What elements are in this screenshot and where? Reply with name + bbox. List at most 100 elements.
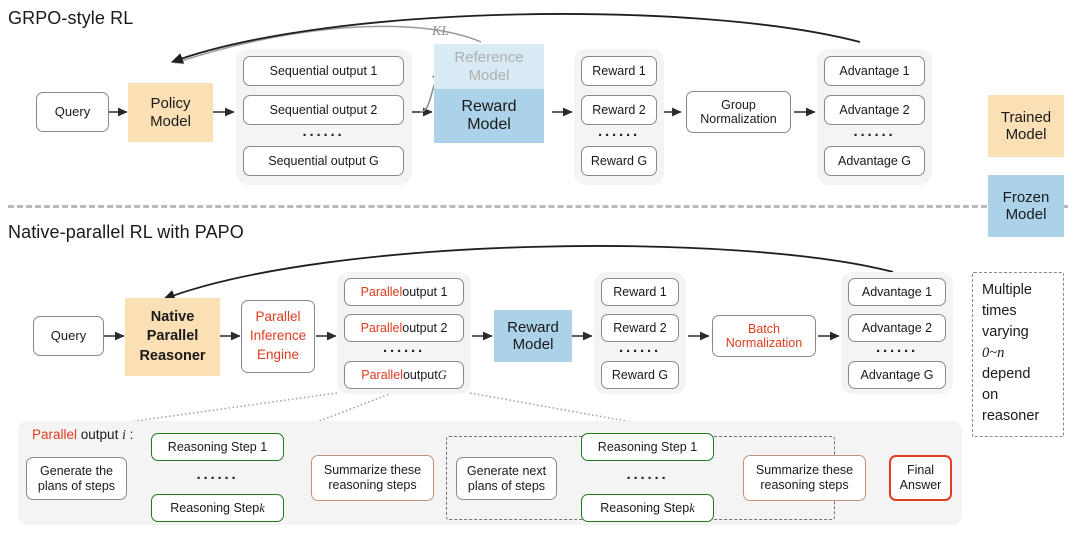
detail-final-answer-box[interactable]: Final Answer [889, 455, 952, 501]
generate-plans-line1: Generate the [40, 464, 113, 479]
legend-note-box: Multiple times varying 0~n depend on rea… [972, 272, 1064, 437]
bottom-reward-g-label: Reward G [611, 368, 669, 382]
detail-reasoning-step-k-b[interactable]: Reasoning Step k [581, 494, 714, 522]
detail-caption-suffix: : [125, 427, 134, 442]
top-reference-model-line1: Reference [454, 49, 524, 67]
top-advantage-2[interactable]: Advantage 2 [824, 95, 925, 125]
top-sequential-output-g-label: Sequential output G [268, 154, 379, 168]
legend-trained-line1: Trained [1000, 108, 1052, 126]
bottom-parallel-output-2[interactable]: Parallel output 2 [344, 314, 464, 342]
top-reward-g[interactable]: Reward G [581, 146, 657, 176]
bottom-advantage-2[interactable]: Advantage 2 [848, 314, 946, 342]
legend-note-line-5: on [982, 387, 999, 404]
legend-note-line-4: depend [982, 366, 1031, 383]
reasoner-line1: Native [150, 308, 195, 325]
legend-note-line-3: 0~n [982, 345, 1005, 362]
advantage-feedback-curve-bottom [162, 245, 894, 301]
kl-label: KL [432, 24, 450, 39]
detail-reasoning-step-1-a[interactable]: Reasoning Step 1 [151, 433, 284, 461]
reasoning-step-k-b-var: k [689, 500, 695, 515]
top-group-normalization-line2: Normalization [700, 112, 777, 126]
generate-next-line1: Generate next [466, 464, 547, 479]
top-group-normalization-box[interactable]: Group Normalization [686, 91, 791, 133]
detail-steps-ellipsis-a: ······ [196, 469, 239, 487]
bottom-advantage-1[interactable]: Advantage 1 [848, 278, 946, 306]
detail-caption-var: i [122, 427, 126, 442]
legend-frozen-line1: Frozen [1002, 188, 1050, 206]
bottom-advantage-g-label: Advantage G [860, 368, 934, 382]
detail-summarize-box-b[interactable]: Summarize these reasoning steps [743, 455, 866, 501]
reasoner-line3: Reasoner [139, 347, 206, 364]
generate-plans-line2: plans of steps [37, 478, 116, 493]
top-advantages-ellipsis: ······ [853, 126, 896, 144]
bottom-reward-model-line1: Reward [507, 318, 559, 336]
top-rewards-ellipsis: ······ [598, 126, 640, 144]
section-divider [8, 205, 1068, 208]
bottom-query-label: Query [50, 327, 87, 343]
summarize-a-line2: reasoning steps [328, 478, 417, 492]
top-sequential-output-g[interactable]: Sequential output G [243, 146, 404, 176]
reasoning-step-k-b-prefix: Reasoning Step [600, 501, 690, 515]
bottom-batch-normalization-box[interactable]: Batch Normalization [712, 315, 816, 357]
top-reward-1[interactable]: Reward 1 [581, 56, 657, 86]
top-reward-model-line1: Reward [461, 97, 517, 115]
bottom-advantages-ellipsis: ······ [876, 342, 918, 360]
top-reward-2[interactable]: Reward 2 [581, 95, 657, 125]
legend-note-line-1: times [982, 303, 1017, 320]
parallel-suffix-1: output 1 [402, 285, 448, 299]
section-title-bottom: Native-parallel RL with PAPO [8, 222, 244, 242]
legend-trained-line2: Model [1005, 126, 1047, 143]
final-answer-line2: Answer [899, 478, 942, 492]
top-policy-model-box[interactable]: Policy Model [128, 83, 213, 142]
detail-reasoning-step-1-b[interactable]: Reasoning Step 1 [581, 433, 714, 461]
summarize-a-line1: Summarize these [323, 463, 422, 477]
top-reference-model-box[interactable]: Reference Model [434, 44, 544, 89]
reasoning-step-1-a-label: Reasoning Step 1 [167, 440, 268, 454]
top-sequential-output-2-label: Sequential output 2 [269, 103, 378, 117]
legend-trained-model: Trained Model [988, 95, 1064, 157]
bottom-query-box[interactable]: Query [33, 316, 104, 356]
detail-generate-plans-box[interactable]: Generate the plans of steps [26, 457, 127, 500]
detail-reasoning-step-k-a[interactable]: Reasoning Step k [151, 494, 284, 522]
detail-steps-ellipsis-b: ······ [626, 469, 669, 487]
top-reward-model-line2: Model [467, 116, 511, 133]
top-advantage-1[interactable]: Advantage 1 [824, 56, 925, 86]
bottom-native-parallel-reasoner-box[interactable]: Native Parallel Reasoner [125, 298, 220, 376]
bottom-reward-2-label: Reward 2 [613, 321, 667, 335]
engine-line1: Parallel [255, 309, 301, 325]
bottom-rewards-ellipsis: ······ [619, 342, 661, 360]
top-query-box[interactable]: Query [36, 92, 109, 132]
bottom-reward-model-line2: Model [512, 336, 554, 353]
final-answer-line1: Final [906, 463, 935, 477]
top-reward-2-label: Reward 2 [592, 103, 646, 117]
detail-summarize-box-a[interactable]: Summarize these reasoning steps [311, 455, 434, 501]
bottom-advantage-g[interactable]: Advantage G [848, 361, 946, 389]
generate-next-line2: plans of steps [467, 478, 546, 493]
reasoning-step-k-a-prefix: Reasoning Step [170, 501, 260, 515]
bottom-parallel-inference-engine-box[interactable]: Parallel Inference Engine [241, 300, 315, 373]
bottom-reward-1[interactable]: Reward 1 [601, 278, 679, 306]
detail-caption: Parallel output i : [32, 427, 133, 443]
detail-generate-next-plans-box[interactable]: Generate next plans of steps [456, 457, 557, 500]
bottom-parallel-output-1[interactable]: Parallel output 1 [344, 278, 464, 306]
bottom-reward-model-box[interactable]: Reward Model [494, 310, 572, 362]
summarize-b-line1: Summarize these [755, 463, 854, 477]
bottom-reward-2[interactable]: Reward 2 [601, 314, 679, 342]
parallel-suffix-g: output [402, 368, 438, 382]
top-advantage-g-label: Advantage G [838, 154, 911, 168]
reasoning-step-1-b-label: Reasoning Step 1 [597, 440, 698, 454]
top-sequential-output-1[interactable]: Sequential output 1 [243, 56, 404, 86]
detail-caption-prefix: Parallel [32, 427, 78, 442]
top-sequential-outputs-ellipsis: ······ [302, 126, 345, 144]
reasoner-line2: Parallel [146, 328, 199, 345]
legend-note-line-6: reasoner [982, 408, 1040, 425]
parallel-suffix-2: output 2 [402, 321, 448, 335]
top-advantage-g[interactable]: Advantage G [824, 146, 925, 176]
legend-note-line-2: varying [982, 324, 1029, 341]
top-reward-model-box[interactable]: Reward Model [434, 89, 544, 143]
parallel-prefix-2: Parallel [360, 321, 403, 335]
top-sequential-output-2[interactable]: Sequential output 2 [243, 95, 404, 125]
bottom-reward-g[interactable]: Reward G [601, 361, 679, 389]
bottom-parallel-output-g[interactable]: Parallel output G [344, 361, 464, 389]
